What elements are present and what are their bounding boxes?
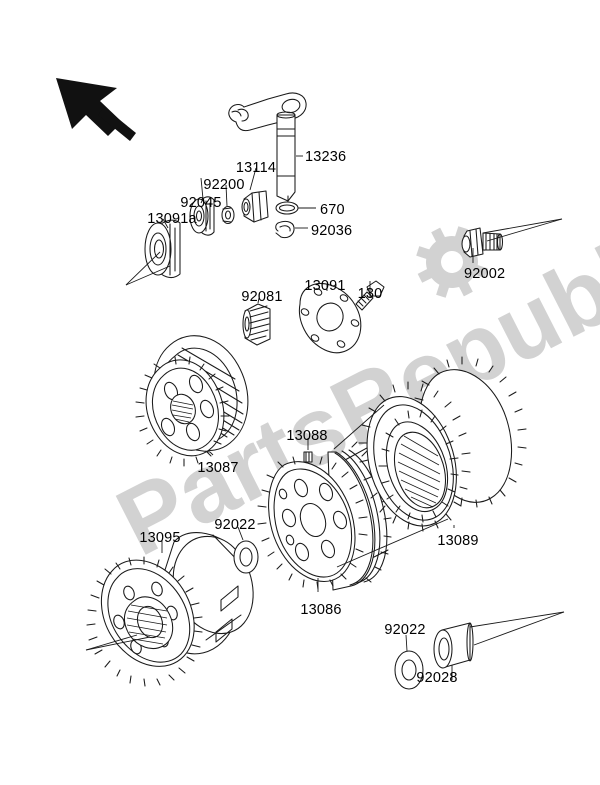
part-92028-bushing — [433, 611, 565, 680]
part-13095-clutch-housing — [85, 532, 254, 687]
part-92081-clutch-spring — [242, 297, 271, 346]
part-label-13087: 13087 — [197, 460, 239, 476]
part-13091a-seal-holder — [125, 218, 181, 286]
part-label-92036: 92036 — [311, 223, 353, 239]
part-label-13086: 13086 — [300, 602, 342, 618]
part-92200-washer — [221, 184, 235, 225]
part-label-92200: 92200 — [203, 177, 245, 193]
part-label-670: 670 — [320, 202, 345, 218]
part-13087-clutch-hub — [135, 335, 249, 467]
part-label-92002: 92002 — [464, 266, 506, 282]
part-130-bolt — [355, 280, 385, 311]
part-label-92022: 92022 — [384, 622, 426, 638]
part-13236-release-lever-shaft — [228, 92, 307, 202]
part-92036-clip — [275, 220, 308, 239]
part-label-92081: 92081 — [241, 289, 283, 305]
part-13088-friction-plate — [303, 438, 313, 463]
part-670-o-ring — [275, 201, 316, 215]
part-label-13236: 13236 — [305, 149, 347, 165]
part-label-130: 130 — [357, 286, 383, 302]
part-label-13089: 13089 — [437, 533, 479, 549]
part-92002-bolt — [461, 218, 563, 263]
part-label-13095: 13095 — [139, 530, 181, 546]
part-92022-washer-right — [394, 634, 424, 690]
part-92022-washer-left — [233, 526, 259, 574]
direction-arrow — [56, 78, 136, 141]
part-label-13088: 13088 — [286, 428, 328, 444]
part-label-13091a: 13091a — [147, 211, 197, 227]
part-13086-plate-pack — [257, 431, 397, 592]
part-label-92022: 92022 — [214, 517, 256, 533]
part-label-13114: 13114 — [235, 160, 277, 176]
part-13114-release-cap — [241, 167, 269, 223]
part-92045-bearing — [189, 177, 215, 236]
part-13091-holder-plate — [298, 283, 362, 354]
part-label-92045: 92045 — [180, 195, 222, 211]
part-13089-steel-plate — [333, 356, 527, 568]
part-label-13091: 13091 — [304, 278, 346, 294]
part-label-92028: 92028 — [416, 670, 458, 686]
